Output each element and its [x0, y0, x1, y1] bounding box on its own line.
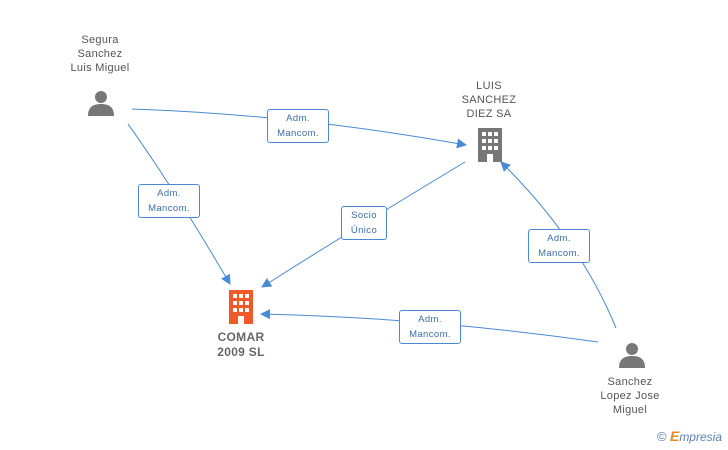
brand-name: mpresia — [679, 430, 722, 444]
copyright-symbol: © — [657, 429, 667, 444]
edge-label-line2: Mancom. — [148, 203, 190, 214]
edge-label-line1: Adm. — [157, 188, 181, 199]
edge-label-line1: Adm. — [547, 233, 571, 244]
brand-initial: E — [669, 428, 680, 444]
edge-label-line2: Mancom. — [277, 128, 319, 139]
edge-label-sanchez-to-comar[interactable]: Adm. Mancom. — [399, 310, 461, 344]
node-label-segura: Segura Sanchez Luis Miguel — [70, 34, 130, 74]
edge-label-line1: Socio — [351, 210, 377, 221]
edge-label-segura-to-comar[interactable]: Adm. Mancom. — [138, 184, 200, 218]
node-label-comar: COMAR 2009 SL — [217, 330, 265, 359]
node-label-luis-sanchez-diez: LUIS SANCHEZ DIEZ SA — [461, 80, 517, 120]
edge-label-line1: Adm. — [286, 113, 310, 124]
node-label-sanchez-lopez: Sanchez Lopez Jose Miguel — [600, 376, 660, 416]
building-icon[interactable] — [474, 128, 506, 162]
empresia-brand[interactable]: © Empresia — [657, 428, 722, 444]
edge-label-line2: Único — [350, 225, 378, 236]
main-company-building-icon[interactable] — [225, 290, 257, 324]
edge-label-line1: Adm. — [418, 314, 442, 325]
person-icon[interactable] — [86, 88, 116, 118]
edge-label-sanchez-to-luis[interactable]: Adm. Mancom. — [528, 229, 590, 263]
edge-label-segura-to-luis[interactable]: Adm. Mancom. — [267, 109, 329, 143]
edge-label-line2: Mancom. — [409, 329, 451, 340]
edge-label-luis-to-comar[interactable]: Socio Único — [341, 206, 387, 240]
edge-label-line2: Mancom. — [538, 248, 580, 259]
person-icon[interactable] — [617, 340, 647, 370]
